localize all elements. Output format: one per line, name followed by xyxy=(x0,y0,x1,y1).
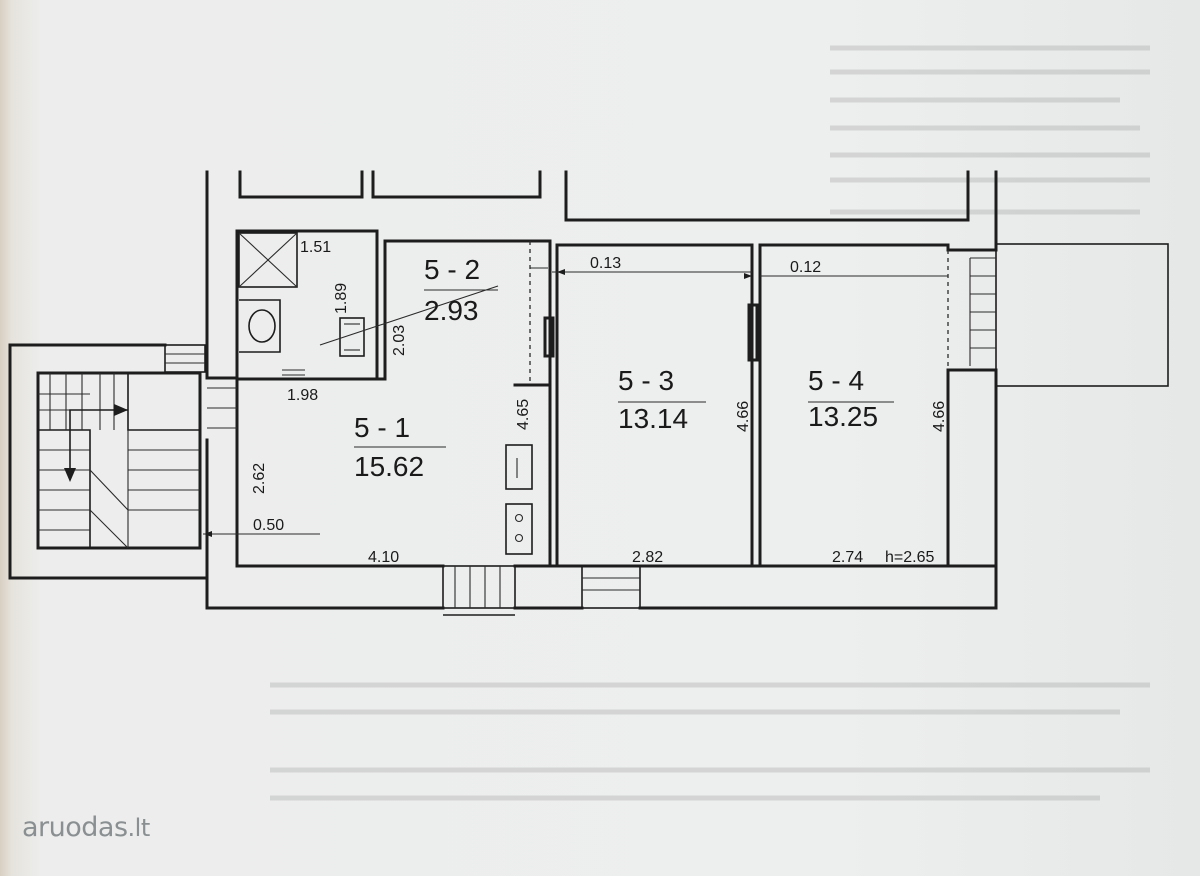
room-labels: 5 - 2 2.93 5 - 1 15.62 5 - 3 13.14 5 - 4… xyxy=(354,254,894,482)
dim-door-offset: 0.50 xyxy=(253,517,284,534)
room-5-2-walls xyxy=(319,239,552,387)
room-5-3-area: 13.14 xyxy=(618,403,688,434)
dim-bath-bottom: 1.98 xyxy=(287,387,318,404)
dim-room1-right: 4.65 xyxy=(515,399,532,430)
dim-bath-width: 1.51 xyxy=(300,239,331,256)
dim-bath-height: 1.89 xyxy=(333,283,350,314)
dim-room3-height: 4.66 xyxy=(735,401,752,432)
watermark-text: aruodas xyxy=(22,812,128,843)
background-text-lines xyxy=(270,45,1150,801)
room-5-4-area: 13.25 xyxy=(808,401,878,432)
room-5-3-number: 5 - 3 xyxy=(618,365,674,396)
room-5-3-walls xyxy=(555,243,759,609)
room-5-1-walls xyxy=(442,316,555,616)
room-5-4-number: 5 - 4 xyxy=(808,365,864,396)
dimension-labels: 1.51 1.89 2.03 1.98 2.62 0.50 4.10 4.65 … xyxy=(251,239,948,566)
bathroom xyxy=(235,229,379,381)
aruodas-watermark: aruodas.lt xyxy=(22,812,150,843)
dim-room1-left: 2.62 xyxy=(251,463,268,494)
dim-room3-width: 2.82 xyxy=(632,549,663,566)
dim-room1-width: 4.10 xyxy=(368,549,399,566)
room-5-4-walls xyxy=(758,243,1169,568)
dim-room2-height: 2.03 xyxy=(391,325,408,356)
room-5-2-number: 5 - 2 xyxy=(424,254,480,285)
watermark-tld: .lt xyxy=(127,814,151,842)
dim-room4-height: 4.66 xyxy=(931,401,948,432)
room-5-1-area: 15.62 xyxy=(354,451,424,482)
dim-wall-gap-a: 0.13 xyxy=(590,255,621,272)
room-5-1-number: 5 - 1 xyxy=(354,412,410,443)
dim-wall-gap-b: 0.12 xyxy=(790,259,821,276)
stairwell xyxy=(8,343,237,580)
room-5-2-area: 2.93 xyxy=(424,295,479,326)
outer-walls xyxy=(205,170,998,610)
dim-ceiling-height: h=2.65 xyxy=(885,549,934,566)
dimension-lines xyxy=(203,267,948,537)
dim-room4-width: 2.74 xyxy=(832,549,863,566)
